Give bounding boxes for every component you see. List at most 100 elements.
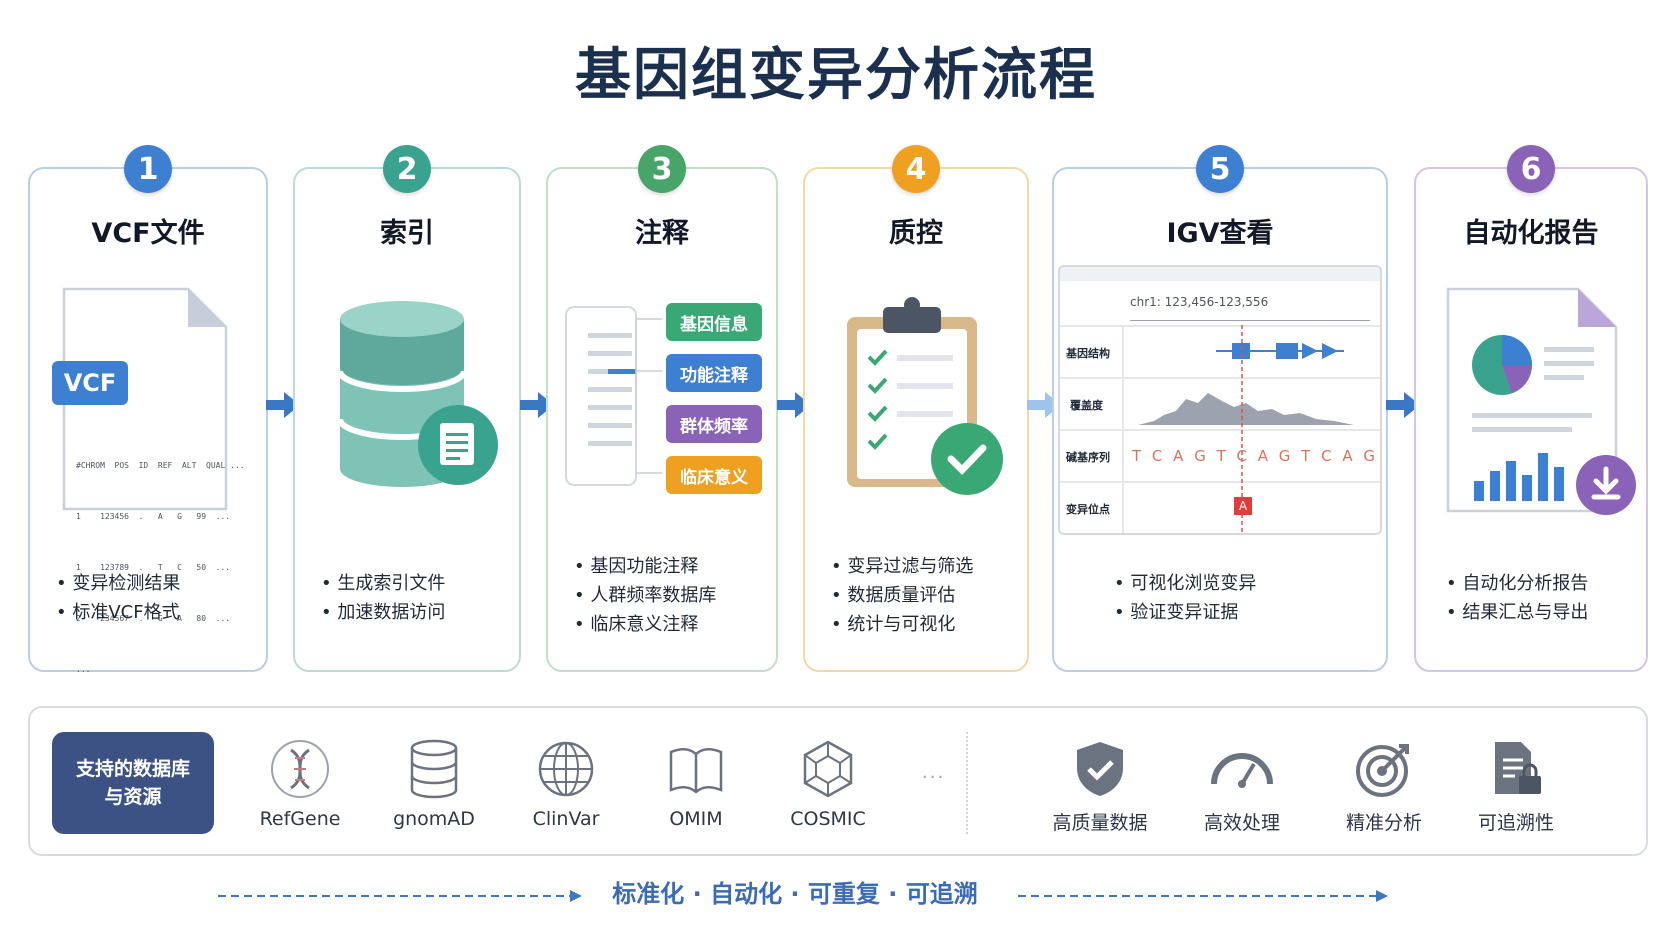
step-title: VCF文件 xyxy=(91,218,205,249)
igv-track-label: 碱基序列 xyxy=(1066,451,1110,464)
resource-clinvar[interactable]: ClinVar xyxy=(506,738,626,830)
resource-refgene[interactable]: RefGene xyxy=(240,738,360,830)
supported-databases-label: 支持的数据库 与资源 xyxy=(52,732,214,834)
flow-arrow xyxy=(520,392,554,418)
support-line: 与资源 xyxy=(104,786,162,808)
bullet-item: 数据质量评估 xyxy=(831,581,973,610)
step-card-annotation[interactable]: 3 注释 基因信息 功能注释 群体频率 临床意义 基因功能注释 人群频率数据库 … xyxy=(546,145,778,672)
step-card-vcf[interactable]: 1 VCF文件 VCF #CHROM POS ID REF ALT QUAL .… xyxy=(28,145,268,674)
feature-traceable: 可追溯性 xyxy=(1446,738,1586,835)
vcf-more: ... xyxy=(76,665,91,674)
annotation-tag-gene-info: 基因信息 xyxy=(666,303,762,341)
feature-label: 高质量数据 xyxy=(1052,812,1148,834)
bullet-item: 可视化浏览变异 xyxy=(1114,569,1256,598)
annotation-tag-clinical: 临床意义 xyxy=(666,456,762,494)
vcf-file-illustration: VCF #CHROM POS ID REF ALT QUAL ... 1 123… xyxy=(30,287,266,674)
vcf-header-line: #CHROM POS ID REF ALT QUAL ... xyxy=(76,461,245,470)
clipboard-check-illustration xyxy=(805,289,1027,509)
resource-cosmic[interactable]: COSMIC xyxy=(768,738,888,830)
step-title: 自动化报告 xyxy=(1463,218,1599,249)
bullet-item: 变异过滤与筛选 xyxy=(831,552,973,581)
vcf-row: 1 123789 . T C 50 ... xyxy=(76,563,231,572)
dashed-arrow-left xyxy=(218,890,582,902)
step-title: IGV查看 xyxy=(1166,218,1274,249)
bullet-item: 临床意义注释 xyxy=(574,610,716,639)
feature-efficient: 高效处理 xyxy=(1172,738,1312,835)
annotation-tag-population: 群体频率 xyxy=(666,405,762,443)
bullet-item: 自动化分析报告 xyxy=(1446,569,1588,598)
step-number-badge: 5 xyxy=(1196,145,1244,193)
globe-icon xyxy=(538,741,594,797)
vcf-tag: VCF xyxy=(52,361,128,405)
shield-check-icon xyxy=(1077,742,1123,796)
bullet-item: 加速数据访问 xyxy=(321,598,445,627)
page-title: 基因组变异分析流程 xyxy=(575,43,1097,108)
annotation-tag-function: 功能注释 xyxy=(666,354,762,392)
igv-track-label: 变异位点 xyxy=(1066,503,1110,516)
resource-gnomad[interactable]: gnomAD xyxy=(374,738,494,830)
bullet-item: 验证变异证据 xyxy=(1114,598,1256,627)
bullet-item: 变异检测结果 xyxy=(56,569,180,598)
step-bullets: 生成索引文件 加速数据访问 xyxy=(321,569,445,627)
resource-label: RefGene xyxy=(259,808,341,830)
step-card-igv[interactable]: 5 IGV查看 chr1: 123,456-123,556 基因结构 覆盖度 碱… xyxy=(1052,145,1388,672)
speedometer-icon xyxy=(1211,753,1273,788)
feature-label: 高效处理 xyxy=(1203,812,1280,834)
bullet-item: 标准VCF格式 xyxy=(56,598,180,627)
feature-precise: 精准分析 xyxy=(1314,738,1454,835)
resource-label: ClinVar xyxy=(532,808,600,830)
dna-icon xyxy=(271,740,329,798)
feature-label: 可追溯性 xyxy=(1477,812,1554,834)
bullet-item: 基因功能注释 xyxy=(574,552,716,581)
step-number-badge: 1 xyxy=(124,145,172,193)
feature-label: 精准分析 xyxy=(1345,812,1422,834)
resource-label: OMIM xyxy=(669,808,723,830)
vcf-row: 1 123456 . A G 99 ... xyxy=(76,512,231,521)
igv-track-label: 基因结构 xyxy=(1066,347,1110,360)
step-title: 质控 xyxy=(889,218,943,249)
target-icon xyxy=(1356,744,1409,797)
igv-sequence: T C A G T C A G T C A G T xyxy=(1132,447,1382,465)
step-number-badge: 6 xyxy=(1507,145,1555,193)
step-card-index[interactable]: 2 索引 生成索引文件 加速数据访问 xyxy=(293,145,521,672)
igv-browser-panel: chr1: 123,456-123,556 基因结构 覆盖度 碱基序列 变异位点… xyxy=(1058,265,1382,535)
step-title: 索引 xyxy=(380,218,434,249)
resource-omim[interactable]: OMIM xyxy=(636,738,756,830)
report-illustration xyxy=(1416,285,1646,525)
step-number-badge: 4 xyxy=(892,145,940,193)
bullet-item: 人群频率数据库 xyxy=(574,581,716,610)
annotation-illustration: 基因信息 功能注释 群体频率 临床意义 xyxy=(548,297,776,497)
slogan-row: 标准化 · 自动化 · 可重复 · 可追溯 xyxy=(0,874,1672,914)
resource-label: gnomAD xyxy=(393,808,475,830)
step-number-badge: 3 xyxy=(638,145,686,193)
step-card-report[interactable]: 6 自动化报告 自动化分析报告 结果汇总与导出 xyxy=(1414,145,1648,672)
database-icon xyxy=(410,739,458,799)
bullet-item: 统计与可视化 xyxy=(831,610,973,639)
step-number-badge: 2 xyxy=(383,145,431,193)
support-line: 支持的数据库 xyxy=(75,758,190,780)
step-bullets: 基因功能注释 人群频率数据库 临床意义注释 xyxy=(574,552,716,639)
resources-panel: 支持的数据库 与资源 RefGene gnomAD ClinVar OMIM xyxy=(28,706,1648,856)
document-lock-icon xyxy=(1495,742,1541,794)
igv-variant-marker: A xyxy=(1234,497,1252,515)
step-card-qc[interactable]: 4 质控 变异过滤与筛选 数据质量评估 统计与可视化 xyxy=(803,145,1029,672)
dashed-arrow-right xyxy=(1018,890,1388,902)
hexagon-network-icon xyxy=(803,740,853,798)
bullet-item: 生成索引文件 xyxy=(321,569,445,598)
resource-label: COSMIC xyxy=(790,808,866,830)
flow-arrow xyxy=(1386,392,1420,418)
bullet-item: 结果汇总与导出 xyxy=(1446,598,1588,627)
more-resources-ellipsis: ... xyxy=(922,762,946,783)
igv-track-label: 覆盖度 xyxy=(1070,399,1103,412)
step-bullets: 变异过滤与筛选 数据质量评估 统计与可视化 xyxy=(831,552,973,639)
step-title: 注释 xyxy=(635,218,689,249)
book-icon xyxy=(669,748,723,794)
database-index-illustration xyxy=(295,299,519,509)
igv-coordinate: chr1: 123,456-123,556 xyxy=(1130,295,1269,309)
step-bullets: 可视化浏览变异 验证变异证据 xyxy=(1114,569,1256,627)
flow-arrow xyxy=(777,392,811,418)
step-bullets: 自动化分析报告 结果汇总与导出 xyxy=(1446,569,1588,627)
panel-divider xyxy=(966,732,968,834)
slogan-text: 标准化 · 自动化 · 可重复 · 可追溯 xyxy=(612,880,978,908)
feature-high-quality: 高质量数据 xyxy=(1030,738,1170,835)
